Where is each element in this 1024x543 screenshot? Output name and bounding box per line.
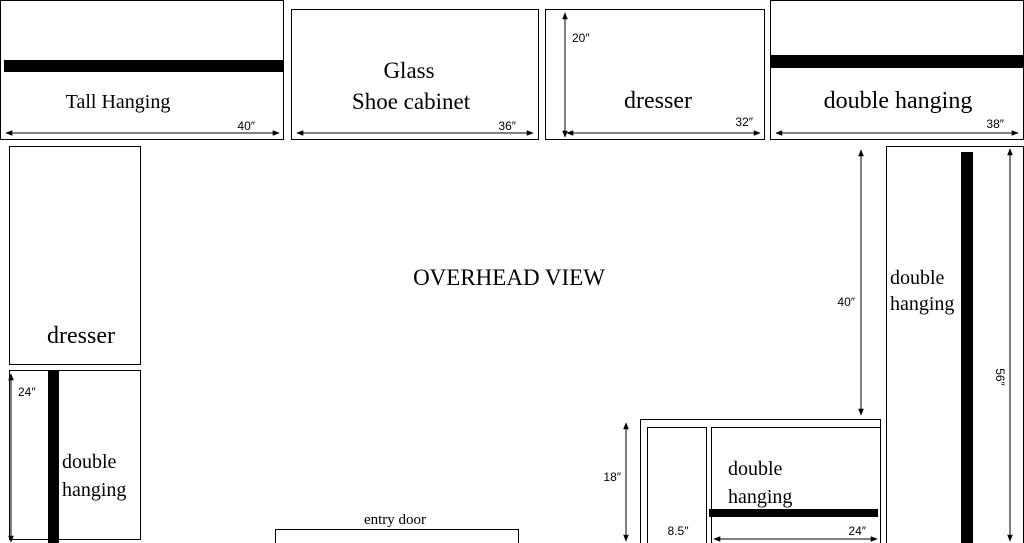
dresser-top-unit: 20″ dresser 32″ [545,9,765,140]
shoe-cabinet-label-line2: Shoe cabinet [352,89,471,114]
double-hanging-left-label-line2: hanging [62,479,126,501]
double-hanging-left-rod [48,370,59,543]
dresser-top-label: dresser [624,88,692,114]
shoe-cabinet-label-line1: Glass [383,58,434,83]
double-hanging-right-outline [886,146,1024,543]
double-hanging-right-unit: double hanging 56″ [886,146,1024,543]
double-hanging-bottom-label-line2: hanging [728,486,792,508]
double-hanging-top-unit: double hanging 38″ [770,0,1024,140]
tall-hanging-rod [4,60,283,72]
shoe-cabinet-unit: Glass Shoe cabinet 36″ [291,9,539,140]
double-hanging-bottom-width: 24″ [848,524,866,538]
small-shelf-width: 8.5″ [668,524,690,538]
tall-hanging-width: 40″ [237,119,255,133]
double-hanging-bottom-unit: 18″ 8.5″ double hanging 24″ [603,419,881,543]
small-shelf-outline [647,427,707,543]
dresser-top-width: 32″ [735,115,753,129]
double-hanging-right-rod [961,152,973,543]
double-hanging-bottom-rod [709,509,878,517]
double-hanging-top-width: 38″ [986,117,1004,131]
dresser-left-outline [9,146,141,365]
dresser-left-label: dresser [47,323,115,349]
hanging-section-outline [711,427,881,543]
double-hanging-top-label: double hanging [824,88,973,114]
entry-door: entry door [275,512,519,543]
clearance-right-value: 40″ [837,295,855,309]
double-hanging-right-label-line2: hanging [890,293,954,315]
double-hanging-bottom-depth: 18″ [603,470,621,484]
tall-hanging-unit: Tall Hanging 40″ [0,0,284,140]
entry-door-label: entry door [364,512,426,528]
double-hanging-top-rod [771,55,1024,68]
dresser-top-depth: 20″ [572,31,590,45]
clearance-right: 40″ [837,149,864,416]
double-hanging-right-label-line1: double [890,267,945,289]
dresser-left-unit: dresser [9,146,141,365]
shoe-cabinet-width: 36″ [498,119,516,133]
double-hanging-bottom-label-line1: double [728,458,783,480]
overhead-view-title: OVERHEAD VIEW [413,265,605,290]
double-hanging-top-outline [770,0,1024,140]
entry-door-outline [275,529,519,543]
double-hanging-left-depth: 24″ [18,385,36,399]
double-hanging-left-outline [9,370,141,540]
double-hanging-right-height: 56″ [993,368,1007,386]
double-hanging-left-label-line1: double [62,451,117,473]
double-hanging-left-unit: 24″ double hanging [8,370,141,543]
shoe-cabinet-outline [291,9,539,140]
dresser-top-outline [545,9,765,140]
tall-hanging-label: Tall Hanging [66,91,171,113]
